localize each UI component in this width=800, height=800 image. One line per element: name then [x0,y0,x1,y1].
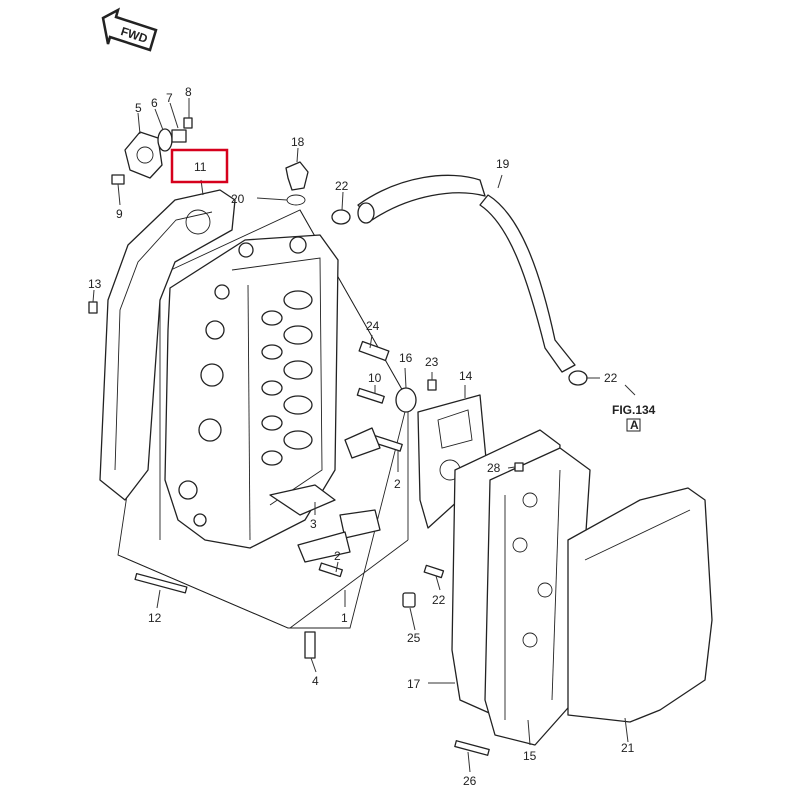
callout-15: 14 [459,369,473,383]
callout-22-lower: 22 [604,371,618,385]
thermostat-cover [124,117,193,179]
callout-1: 1 [341,611,348,625]
breather-hose [357,174,486,221]
bolt-2-lower [318,562,343,578]
fig-ref-label: FIG.134 [612,403,656,417]
callout-2-lower: 2 [334,549,341,563]
callout-3: 3 [310,517,317,531]
callout-22-upper: 22 [335,179,349,193]
gasket-16 [395,387,417,413]
bolt-23 [423,564,445,579]
callout-14: 15 [523,749,537,763]
bolt-10 [356,387,385,404]
callout-12: 12 [148,611,162,625]
cylinder-cover-21 [567,487,713,723]
dowel-13 [88,301,98,314]
hose-clamp-lower [568,370,588,386]
cam-bracket [344,427,381,459]
oil-filler-cap [285,161,309,206]
grommet-27 [402,592,416,608]
cylinder-head [117,209,409,629]
bolt-9 [111,174,125,185]
head-gasket [99,189,236,501]
callout-27: 25 [407,631,421,645]
callout-25: 23 [425,355,439,369]
fwd-arrow-icon: FWD [101,7,158,52]
callout-labels: 5 6 7 8 9 11 13 18 20 22 19 24 16 23 14 … [88,85,635,788]
callout-6: 6 [151,96,158,110]
callout-21: 21 [621,741,635,755]
hose-clamp-upper [331,209,351,225]
callout-19: 19 [496,157,510,171]
callout-9: 9 [116,207,123,221]
callout-7: 7 [166,91,173,105]
callout-4: 4 [312,674,319,688]
callout-17: 17 [407,677,421,691]
leader-lines [92,98,636,773]
callout-10: 10 [368,371,382,385]
bolt-24 [454,740,490,756]
callout-28: 28 [487,461,501,475]
callout-18: 18 [291,135,305,149]
highlight-box [170,148,229,184]
callout-11: 11 [194,160,207,174]
figure-reference[interactable]: FIG.134 A [612,403,656,432]
cylinder-head-cover [484,447,591,746]
camshaft-lobes [261,290,313,466]
callout-2-upper: 2 [394,477,401,491]
callout-24: 26 [463,774,477,788]
callout-5: 5 [135,101,142,115]
spark-plug [358,340,390,362]
callout-20: 20 [231,192,245,206]
cap-28 [514,462,524,472]
cam-cap [339,509,381,539]
fig-ref-tag: A [630,418,639,432]
dowel-4 [304,631,316,659]
bolt-12 [134,572,188,594]
callout-13: 13 [88,277,102,291]
bolt-25 [427,379,437,391]
callout-26: 24 [366,319,380,333]
callout-23: 22 [432,593,446,607]
callout-8: 8 [185,85,192,99]
callout-16: 16 [399,351,413,365]
